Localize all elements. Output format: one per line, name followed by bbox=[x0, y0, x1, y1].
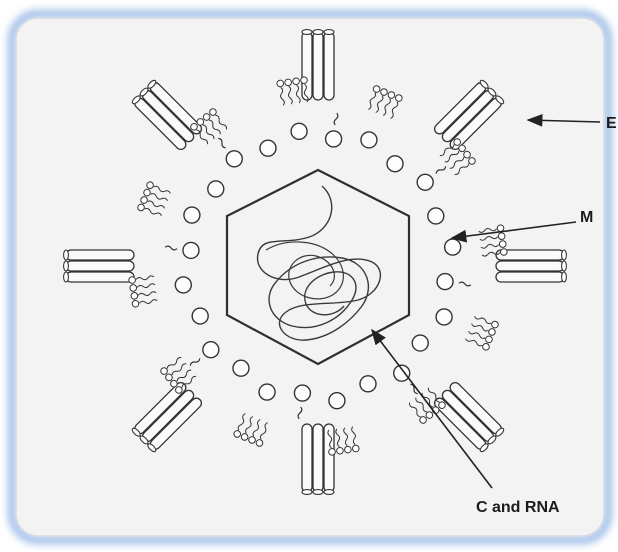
m-sphere bbox=[428, 208, 444, 224]
m-sphere bbox=[412, 335, 428, 351]
e-cylinder bbox=[324, 424, 334, 492]
e-cylinder-cap bbox=[324, 30, 334, 35]
e-cylinder-cap bbox=[562, 272, 567, 282]
lipid-head bbox=[336, 447, 343, 454]
lipid-head bbox=[300, 76, 307, 83]
m-sphere bbox=[394, 365, 410, 381]
m-sphere bbox=[291, 123, 307, 139]
lipid-head bbox=[500, 248, 507, 255]
e-cylinder-cap bbox=[64, 272, 69, 282]
e-cylinder-cap bbox=[302, 490, 312, 495]
m-sphere bbox=[445, 239, 461, 255]
m-sphere bbox=[387, 156, 403, 172]
e-cylinder bbox=[66, 261, 134, 271]
e-cylinder-cap bbox=[313, 30, 323, 35]
e-cylinder bbox=[313, 424, 323, 492]
e-cylinder bbox=[302, 424, 312, 492]
lipid-head bbox=[131, 292, 138, 299]
e-cylinder-cap bbox=[562, 261, 567, 271]
lipid-head bbox=[284, 79, 291, 86]
m-sphere bbox=[260, 140, 276, 156]
m-sphere bbox=[294, 385, 310, 401]
e-protein-bundle bbox=[302, 424, 334, 494]
e-cylinder bbox=[496, 272, 564, 282]
label-m: M bbox=[580, 209, 593, 226]
e-cylinder bbox=[66, 272, 134, 282]
label-e: E bbox=[606, 115, 617, 132]
e-cylinder-cap bbox=[64, 261, 69, 271]
m-sphere bbox=[436, 309, 452, 325]
m-sphere bbox=[203, 342, 219, 358]
e-protein-bundle bbox=[302, 30, 334, 100]
m-sphere bbox=[329, 393, 345, 409]
m-sphere bbox=[259, 384, 275, 400]
lipid-head bbox=[498, 232, 505, 239]
e-cylinder bbox=[66, 250, 134, 260]
lipid-head bbox=[344, 446, 351, 453]
m-sphere bbox=[233, 360, 249, 376]
m-sphere bbox=[437, 274, 453, 290]
e-cylinder-cap bbox=[313, 490, 323, 495]
m-sphere bbox=[361, 132, 377, 148]
m-sphere bbox=[192, 308, 208, 324]
e-cylinder bbox=[496, 261, 564, 271]
lipid-head bbox=[130, 284, 137, 291]
label-core: C and RNA bbox=[476, 499, 560, 516]
lipid-head bbox=[132, 300, 139, 307]
e-cylinder bbox=[302, 32, 312, 100]
e-cylinder bbox=[324, 32, 334, 100]
lipid-head bbox=[328, 448, 335, 455]
e-cylinder-cap bbox=[302, 30, 312, 35]
e-cylinder-cap bbox=[64, 250, 69, 260]
m-sphere bbox=[183, 242, 199, 258]
m-sphere bbox=[208, 181, 224, 197]
m-sphere bbox=[184, 207, 200, 223]
e-protein-bundle bbox=[64, 250, 134, 282]
e-cylinder-cap bbox=[562, 250, 567, 260]
lipid-head bbox=[499, 240, 506, 247]
m-sphere bbox=[326, 131, 342, 147]
lipid-head bbox=[277, 80, 284, 87]
m-sphere bbox=[226, 151, 242, 167]
m-sphere bbox=[417, 174, 433, 190]
lipid-head bbox=[128, 276, 135, 283]
lipid-head bbox=[292, 78, 299, 85]
e-cylinder-cap bbox=[324, 490, 334, 495]
e-cylinder bbox=[313, 32, 323, 100]
e-protein-bundle bbox=[496, 250, 566, 282]
lipid-head bbox=[352, 445, 359, 452]
m-sphere bbox=[360, 376, 376, 392]
m-sphere bbox=[175, 277, 191, 293]
